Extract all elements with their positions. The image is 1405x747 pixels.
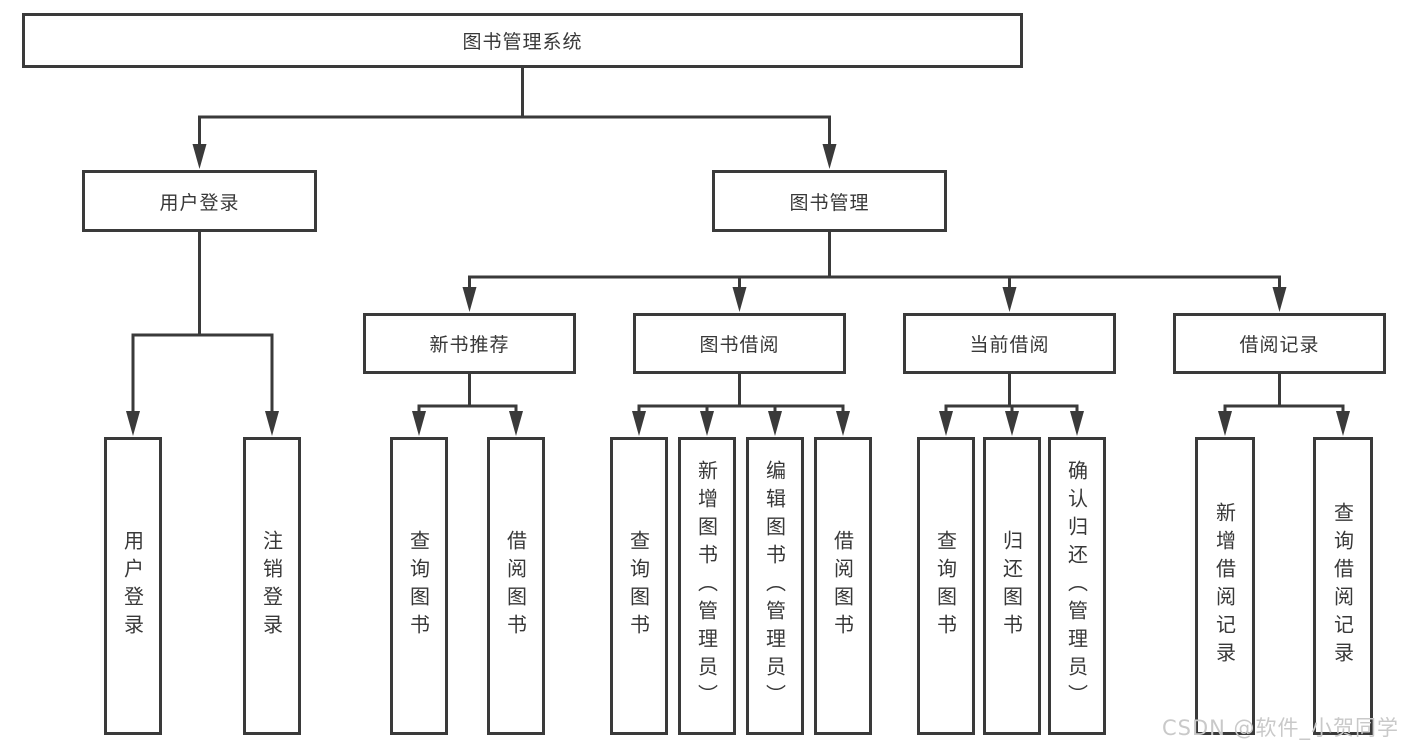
connector-records-to-leaves bbox=[1223, 374, 1345, 416]
connector-newbook-to-leaves bbox=[417, 374, 518, 416]
arrowhead bbox=[939, 411, 953, 436]
leaf-query-books: 查询图书 bbox=[917, 437, 975, 735]
leaf-query-borrow-record: 查询借阅记录 bbox=[1313, 437, 1373, 735]
arrowhead bbox=[768, 411, 782, 436]
arrowhead bbox=[822, 144, 837, 169]
arrowhead bbox=[1005, 411, 1019, 436]
connector-currentborrow-to-leaves bbox=[944, 374, 1079, 416]
arrowhead bbox=[1336, 411, 1350, 436]
leaf-borrow-books: 借阅图书 bbox=[487, 437, 545, 735]
arrowhead bbox=[1070, 411, 1084, 436]
arrowhead bbox=[265, 411, 279, 436]
node-label: 图书管理 bbox=[789, 191, 870, 214]
node-label: 新书推荐 bbox=[429, 334, 510, 356]
node-book-borrow: 图书借阅 bbox=[633, 313, 846, 374]
arrowhead bbox=[462, 287, 477, 312]
leaf-logout: 注销登录 bbox=[243, 437, 301, 735]
csdn-watermark: CSDN @软件_小贺同学 bbox=[1162, 716, 1400, 740]
arrowhead bbox=[700, 411, 714, 436]
leaf-query-books: 查询图书 bbox=[390, 437, 448, 735]
leaf-user-login: 用户登录 bbox=[104, 437, 162, 735]
node-book-management: 图书管理 bbox=[712, 170, 947, 232]
node-borrow-records: 借阅记录 bbox=[1173, 313, 1386, 374]
node-label: 图书管理系统 bbox=[462, 31, 583, 53]
leaf-borrow-books: 借阅图书 bbox=[814, 437, 872, 735]
leaf-return-books: 归还图书 bbox=[983, 437, 1041, 735]
node-user-login: 用户登录 bbox=[82, 170, 317, 232]
arrowhead bbox=[632, 411, 646, 436]
node-new-book-recommend: 新书推荐 bbox=[363, 313, 576, 374]
arrowhead bbox=[126, 411, 140, 436]
arrowhead bbox=[1002, 287, 1017, 312]
node-label: 借阅记录 bbox=[1239, 334, 1320, 356]
node-label: 用户登录 bbox=[159, 191, 240, 214]
arrowhead bbox=[732, 287, 747, 312]
node-current-borrow: 当前借阅 bbox=[903, 313, 1116, 374]
arrowhead bbox=[192, 144, 207, 169]
leaf-edit-books-admin: 编辑图书（管理员） bbox=[746, 437, 804, 735]
leaf-add-borrow-record: 新增借阅记录 bbox=[1195, 437, 1255, 735]
node-label: 当前借阅 bbox=[969, 334, 1050, 356]
connector-bookmgmt-to-level2 bbox=[468, 232, 1281, 292]
arrowhead bbox=[1218, 411, 1232, 436]
leaf-add-books-admin: 新增图书（管理员） bbox=[678, 437, 736, 735]
node-label: 图书借阅 bbox=[699, 334, 780, 356]
leaf-confirm-return-admin: 确认归还（管理员） bbox=[1048, 437, 1106, 735]
arrowhead bbox=[1272, 287, 1287, 312]
node-library-management-system: 图书管理系统 bbox=[22, 13, 1023, 68]
leaf-query-books: 查询图书 bbox=[610, 437, 668, 735]
arrowhead bbox=[509, 411, 523, 436]
connector-bookborrow-to-leaves bbox=[637, 374, 845, 416]
connector-userlogin-to-leaves bbox=[131, 232, 274, 416]
connector-root-to-level1 bbox=[198, 68, 831, 150]
arrowhead bbox=[412, 411, 426, 436]
arrowhead bbox=[836, 411, 850, 436]
